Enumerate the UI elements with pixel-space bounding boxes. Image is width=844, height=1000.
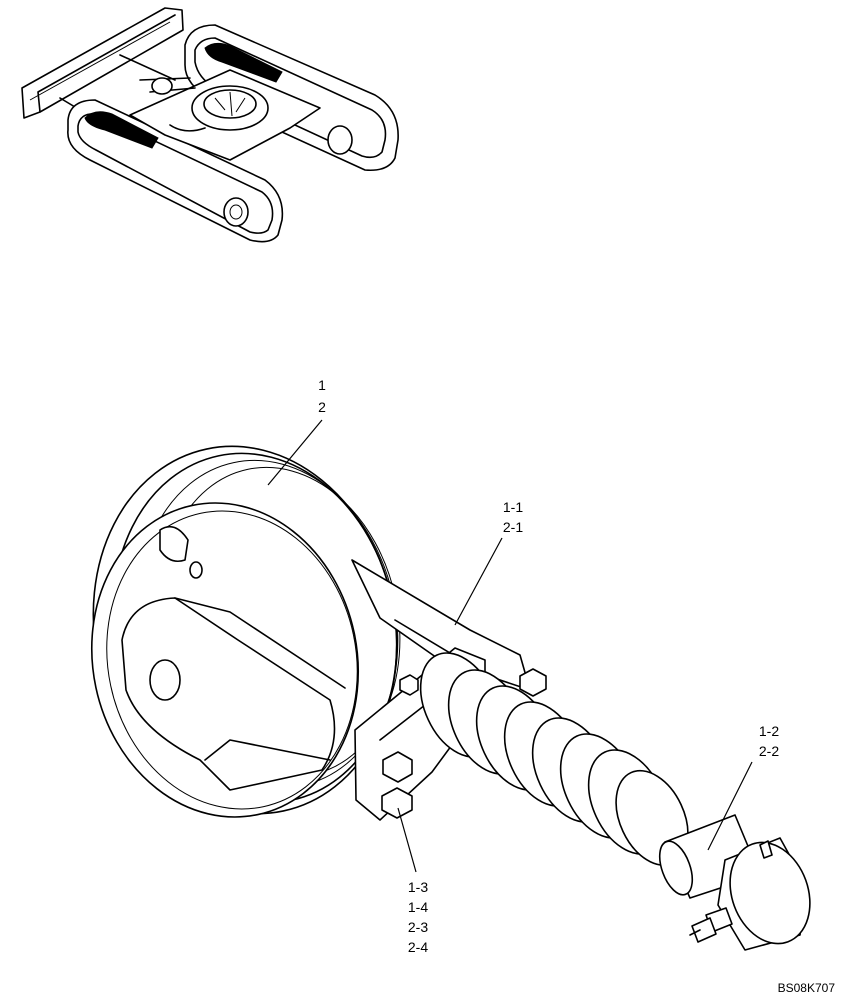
callout-label: 2-1 — [503, 519, 523, 535]
callout-label: 2-2 — [759, 743, 779, 759]
callout-label: 1-4 — [408, 899, 428, 915]
callout-label: 1 — [318, 377, 326, 393]
callout-label: 2-4 — [408, 939, 428, 955]
callout-label: 1-3 — [408, 879, 428, 895]
leader-lines — [267, 419, 753, 873]
callout-idler: 1 2 — [318, 377, 326, 415]
figure-code: BS08K707 — [778, 981, 836, 995]
callout-label: 2-3 — [408, 919, 428, 935]
callout-cylinder: 1-2 2-2 — [759, 723, 779, 759]
callout-label: 1-1 — [503, 499, 523, 515]
callout-bolts: 1-3 1-4 2-3 2-4 — [408, 879, 428, 955]
idler-assembly-drawing — [90, 445, 811, 951]
spring-bellows — [419, 652, 689, 867]
undercarriage-locator-view — [21, 7, 399, 243]
callout-bracket: 1-1 2-1 — [503, 499, 523, 535]
callout-label: 2 — [318, 399, 326, 415]
callout-label: 1-2 — [759, 723, 779, 739]
